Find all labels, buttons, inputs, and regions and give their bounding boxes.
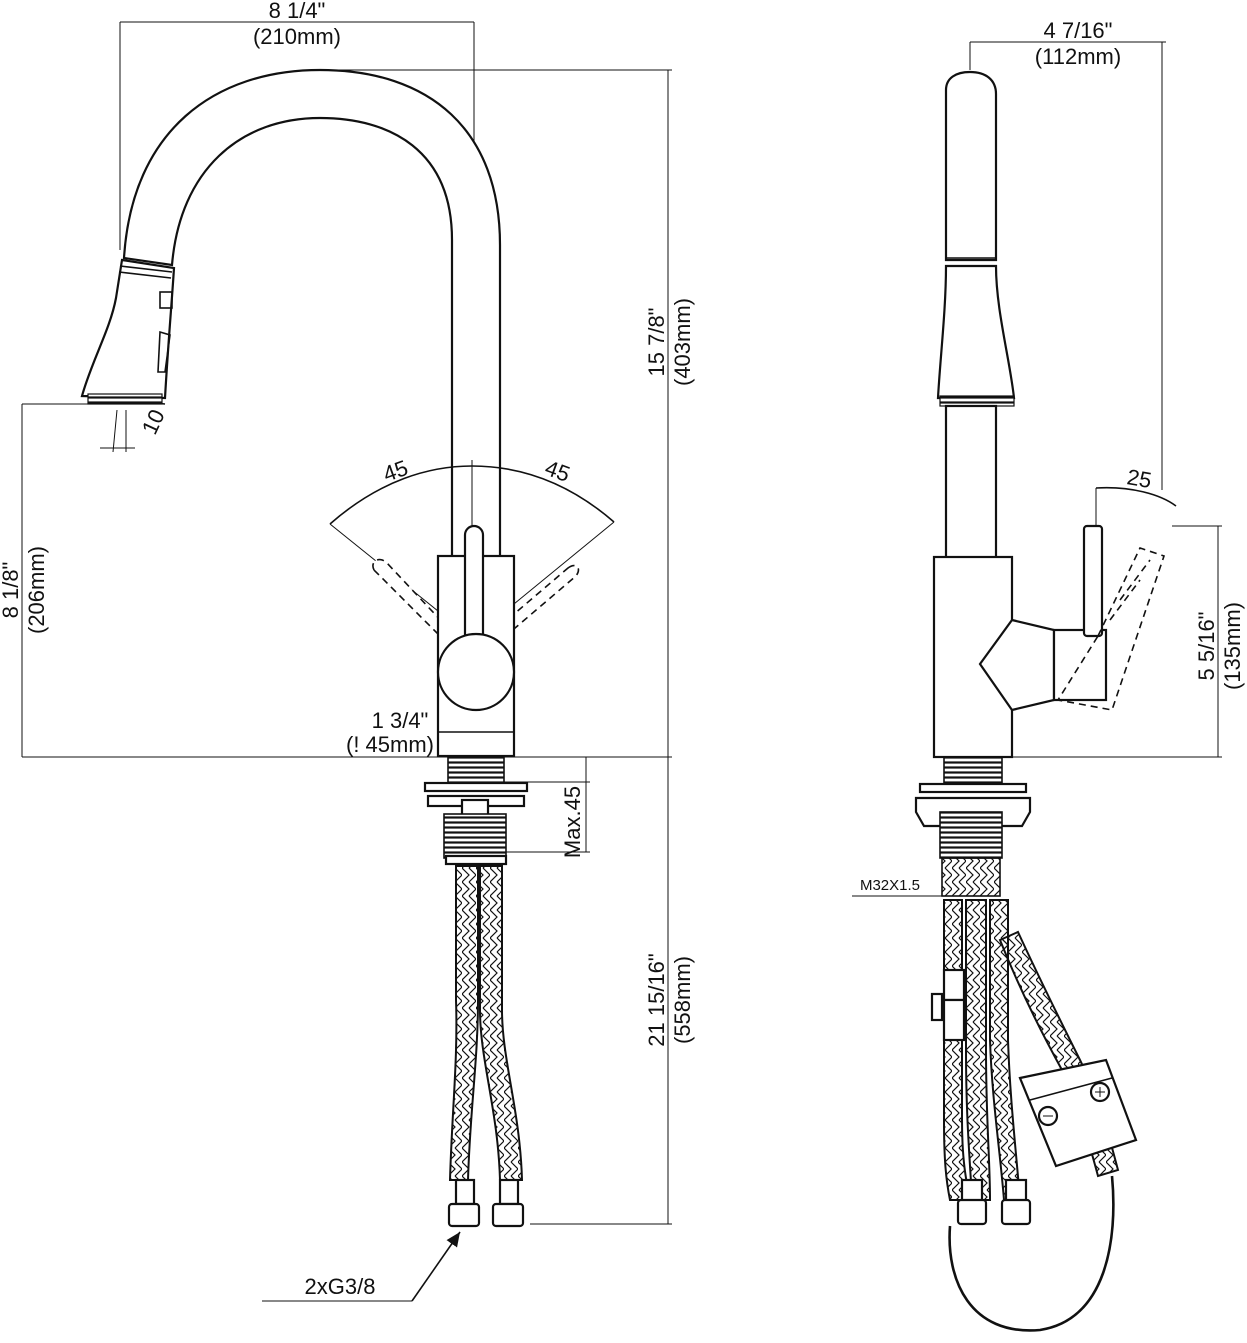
mounting-assembly bbox=[423, 756, 529, 866]
base-diameter-inch: 1 3/4" bbox=[372, 708, 429, 733]
outlet-height-inch: 8 1/8" bbox=[0, 562, 23, 619]
hose-weight bbox=[1018, 1058, 1138, 1168]
total-height-mm: (403mm) bbox=[670, 298, 695, 386]
supply-hoses bbox=[447, 865, 525, 1228]
faucet-body: 1 3/4" (! 45mm) bbox=[346, 524, 516, 758]
lever-angle-left: 45 bbox=[380, 455, 412, 487]
spray-angle-label: 10 bbox=[137, 405, 170, 438]
dim-depth: 4 7/16" (112mm) bbox=[969, 18, 1166, 490]
lever-height-inch: 5 5/16" bbox=[1194, 612, 1219, 681]
side-lever-angle-label: 25 bbox=[1125, 464, 1153, 493]
total-height-inch: 15 7/8" bbox=[644, 308, 669, 377]
depth-inch: 4 7/16" bbox=[1044, 18, 1113, 43]
dim-max-deck: Max.45 bbox=[500, 757, 590, 858]
side-lever-angle: 25 bbox=[1095, 464, 1177, 526]
dim-spout-reach: 8 1/4" (210mm) bbox=[119, 0, 475, 250]
dim-outlet-height: 8 1/8" (206mm) bbox=[0, 403, 120, 757]
depth-mm: (112mm) bbox=[1035, 44, 1121, 69]
hose-length-inch: 21 15/16" bbox=[644, 953, 669, 1046]
spray-nozzles bbox=[87, 393, 163, 405]
dim-lever-height: 5 5/16" (135mm) bbox=[1010, 525, 1245, 758]
dim-hose-length: 21 15/16" (558mm) bbox=[530, 757, 695, 1225]
spout bbox=[122, 68, 502, 556]
side-spout bbox=[936, 70, 1016, 560]
spout-reach-mm: (210mm) bbox=[253, 24, 341, 49]
dim-total-height: 15 7/8" (403mm) bbox=[315, 69, 695, 757]
lever-height-mm: (135mm) bbox=[1220, 602, 1245, 690]
outlet-height-mm: (206mm) bbox=[24, 546, 49, 634]
side-view: 4 7/16" (112mm) 25 bbox=[852, 18, 1245, 1332]
side-mounting: M32X1.5 bbox=[852, 756, 1032, 897]
max-deck-label: Max.45 bbox=[560, 786, 585, 858]
connection-callout: 2xG3/8 bbox=[262, 1231, 461, 1302]
thread-label: M32X1.5 bbox=[860, 877, 920, 894]
connection-label: 2xG3/8 bbox=[305, 1274, 376, 1299]
front-view: 8 1/4" (210mm) 15 7/8" (403mm) 8 1/8" (2… bbox=[0, 0, 695, 1302]
lever-ghost-right bbox=[498, 564, 580, 636]
hose-length-mm: (558mm) bbox=[670, 956, 695, 1044]
lever-angle-right: 45 bbox=[542, 455, 574, 487]
spray-head: 10 bbox=[80, 258, 176, 453]
side-body bbox=[932, 524, 1166, 759]
spout-reach-inch: 8 1/4" bbox=[269, 0, 326, 23]
lever-ghost-left bbox=[372, 558, 448, 636]
base-diameter-mm: (! 45mm) bbox=[346, 732, 434, 757]
